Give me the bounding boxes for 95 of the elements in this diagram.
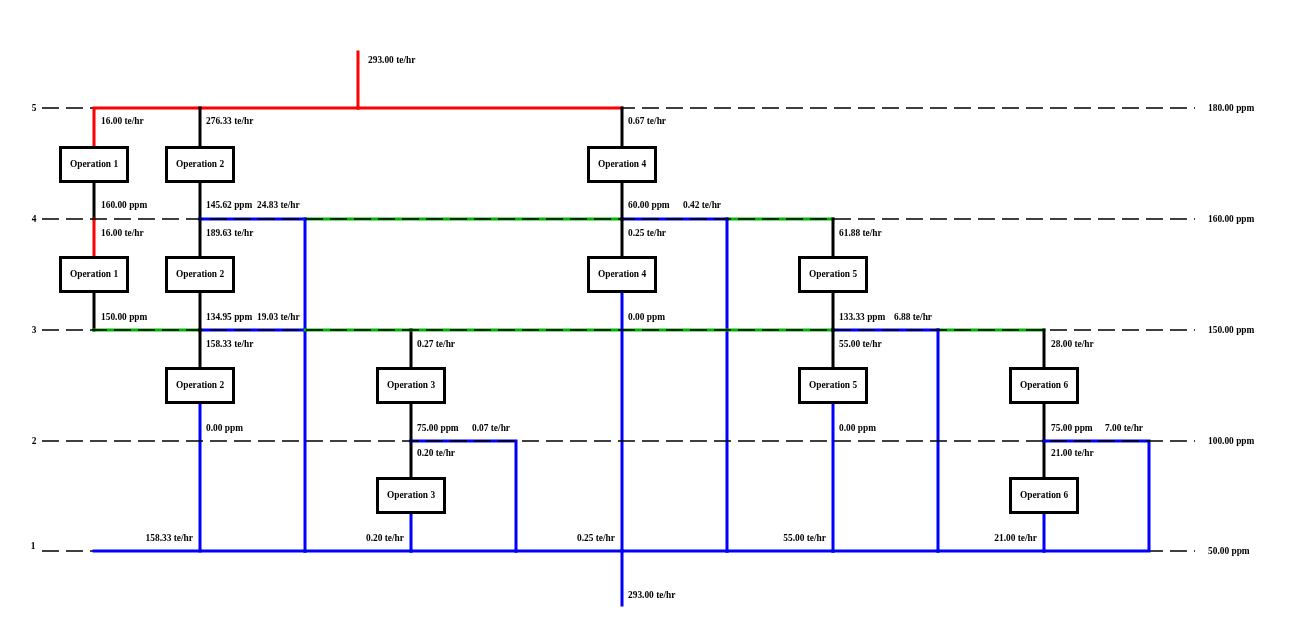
flow-line bbox=[356, 106, 624, 110]
flow-rate-label: 0.67 te/hr bbox=[628, 115, 666, 127]
level-number: 5 bbox=[31, 102, 37, 114]
operation-box: Operation 5 bbox=[798, 367, 868, 404]
flow-line bbox=[831, 328, 835, 369]
operation-box: Operation 1 bbox=[59, 256, 129, 293]
flow-rate-label: 276.33 te/hr bbox=[206, 115, 254, 127]
flow-rate-label: 189.63 te/hr bbox=[206, 227, 254, 239]
flow-line bbox=[831, 217, 835, 258]
flow-line bbox=[92, 328, 202, 332]
operation-box: Operation 1 bbox=[59, 146, 129, 183]
flow-line bbox=[620, 106, 624, 148]
flow-rate-label: 61.88 te/hr bbox=[839, 227, 882, 239]
flow-line bbox=[198, 291, 202, 332]
outlet-concentration-label: 0.00 ppm bbox=[628, 311, 665, 323]
level-concentration-label: 100.00 ppm bbox=[1208, 435, 1255, 447]
flow-line bbox=[356, 50, 360, 110]
operation-box: Operation 4 bbox=[587, 256, 657, 293]
level-concentration-label: 160.00 ppm bbox=[1208, 213, 1255, 225]
flow-line bbox=[92, 291, 96, 332]
flow-line bbox=[620, 217, 624, 258]
outlet-concentration-label: 160.00 ppm bbox=[101, 199, 148, 211]
flow-line bbox=[198, 402, 307, 553]
flow-line bbox=[936, 328, 940, 553]
operation-box: Operation 2 bbox=[165, 146, 235, 183]
flow-rate-label: 21.00 te/hr bbox=[994, 532, 1037, 544]
flow-line bbox=[725, 549, 835, 553]
flow-line bbox=[198, 328, 202, 369]
flow-rate-label: 0.25 te/hr bbox=[628, 227, 666, 239]
outlet-concentration-label: 133.33 ppm bbox=[839, 311, 886, 323]
operation-box: Operation 5 bbox=[798, 256, 868, 293]
operation-box: Operation 2 bbox=[165, 367, 235, 404]
flow-line bbox=[831, 402, 835, 553]
flow-rate-label: 0.25 te/hr bbox=[577, 532, 615, 544]
level-concentration-label: 180.00 ppm bbox=[1208, 102, 1255, 114]
flow-line bbox=[303, 328, 413, 332]
flow-line bbox=[198, 217, 307, 221]
outlet-concentration-label: 145.62 ppm bbox=[206, 199, 253, 211]
flow-line bbox=[409, 439, 518, 553]
flow-rate-label: 28.00 te/hr bbox=[1051, 338, 1094, 350]
flow-line bbox=[1042, 402, 1046, 443]
outlet-concentration-label: 75.00 ppm bbox=[417, 422, 459, 434]
operation-box: Operation 6 bbox=[1009, 477, 1079, 514]
operation-box: Operation 3 bbox=[376, 367, 446, 404]
outlet-concentration-label: 75.00 ppm bbox=[1051, 422, 1093, 434]
flow-line bbox=[620, 181, 624, 221]
flow-line bbox=[409, 512, 413, 553]
flow-rate-label: 55.00 te/hr bbox=[839, 338, 882, 350]
flow-line bbox=[936, 549, 1046, 553]
flow-rate-label: 293.00 te/hr bbox=[368, 54, 416, 66]
outlet-concentration-label: 150.00 ppm bbox=[101, 311, 148, 323]
flow-line bbox=[409, 402, 413, 443]
flow-rate-label: 158.33 te/hr bbox=[206, 338, 254, 350]
level-number: 4 bbox=[31, 213, 37, 225]
flow-line bbox=[1042, 439, 1151, 553]
level-concentration-label: 150.00 ppm bbox=[1208, 324, 1255, 336]
flow-rate-label: 0.07 te/hr bbox=[472, 422, 510, 434]
outlet-concentration-label: 60.00 ppm bbox=[628, 199, 670, 211]
flow-line bbox=[92, 217, 96, 258]
flow-line bbox=[198, 181, 202, 221]
flow-rate-label: 24.83 te/hr bbox=[257, 199, 300, 211]
flow-line bbox=[92, 106, 202, 148]
level-number: 2 bbox=[31, 435, 37, 447]
operation-box: Operation 3 bbox=[376, 477, 446, 514]
flow-rate-label: 6.88 te/hr bbox=[894, 311, 932, 323]
operation-box: Operation 2 bbox=[165, 256, 235, 293]
flow-line bbox=[198, 106, 202, 148]
level-concentration-label: 50.00 ppm bbox=[1208, 545, 1250, 557]
flow-rate-label: 0.42 te/hr bbox=[683, 199, 721, 211]
outlet-concentration-label: 134.95 ppm bbox=[206, 311, 253, 323]
flow-rate-label: 55.00 te/hr bbox=[783, 532, 826, 544]
flow-line bbox=[725, 217, 729, 553]
outlet-concentration-label: 0.00 ppm bbox=[206, 422, 243, 434]
flow-line bbox=[831, 291, 835, 332]
level-number: 1 bbox=[30, 540, 36, 552]
flow-rate-label: 293.00 te/hr bbox=[628, 589, 676, 601]
flow-rate-label: 16.00 te/hr bbox=[101, 115, 144, 127]
operation-box: Operation 6 bbox=[1009, 367, 1079, 404]
flow-rate-label: 21.00 te/hr bbox=[1051, 447, 1094, 459]
flow-line bbox=[92, 181, 96, 221]
flow-line bbox=[303, 217, 307, 332]
flow-rate-label: 0.27 te/hr bbox=[417, 338, 455, 350]
flow-rate-label: 7.00 te/hr bbox=[1105, 422, 1143, 434]
flow-rate-label: 0.20 te/hr bbox=[417, 447, 455, 459]
flow-rate-label: 16.00 te/hr bbox=[101, 227, 144, 239]
flow-line bbox=[1042, 512, 1046, 553]
level-number: 3 bbox=[31, 324, 37, 336]
flow-rate-label: 0.20 te/hr bbox=[366, 532, 404, 544]
operation-box: Operation 4 bbox=[587, 146, 657, 183]
outlet-concentration-label: 0.00 ppm bbox=[839, 422, 876, 434]
flow-line bbox=[1042, 328, 1046, 369]
flow-rate-label: 19.03 te/hr bbox=[257, 311, 300, 323]
flow-line bbox=[620, 291, 624, 553]
flow-line bbox=[409, 328, 1046, 332]
flow-rate-label: 158.33 te/hr bbox=[145, 532, 193, 544]
